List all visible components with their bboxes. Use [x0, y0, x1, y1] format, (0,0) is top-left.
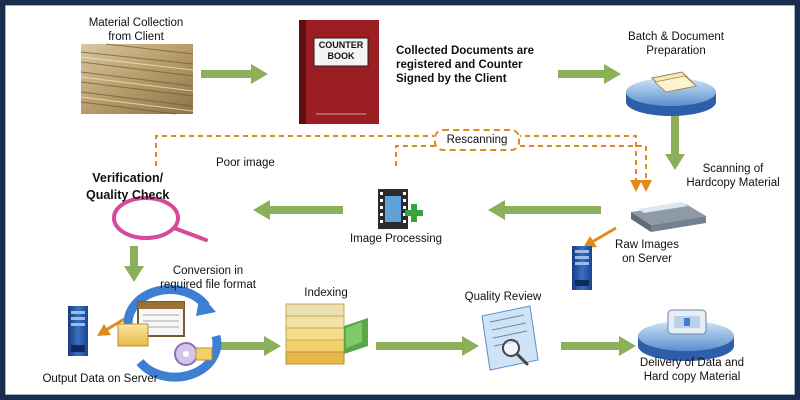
paper-bundle-icon: [80, 43, 194, 115]
material-collection-label: Material Collection from Client: [88, 17, 184, 43]
flow-arrows: [124, 64, 685, 356]
raw-images-server-icon: [572, 246, 592, 290]
image-processing-icon: [378, 189, 423, 229]
arrow-batch-to-scanning: [665, 114, 685, 170]
counter-book-cover-label: COUNTER BOOK: [318, 40, 364, 61]
diagram-graphics: [68, 20, 734, 382]
batch-preparation-label: Batch & Document Preparation: [628, 31, 724, 57]
output-server-icon: [68, 306, 88, 356]
scanning-label: Scanning of Hardcopy Material: [686, 163, 780, 189]
arrow-book-to-batch: [558, 64, 621, 84]
output-data-label: Output Data on Server: [42, 373, 158, 385]
quality-review-label: Quality Review: [464, 291, 542, 303]
quality-review-icon: [481, 305, 539, 371]
delivery-icon: [638, 309, 734, 361]
batch-preparation-icon: [626, 71, 716, 116]
arrow-processing-to-verification: [253, 200, 343, 220]
rescanning-label: Rescanning: [434, 129, 520, 151]
counter-book-icon: [299, 20, 379, 124]
conversion-icon: [117, 285, 222, 382]
poor-image-label: Poor image: [216, 157, 275, 169]
server-arrows: [97, 226, 617, 336]
indexing-label: Indexing: [304, 287, 348, 299]
magnifier-icon: [112, 196, 208, 242]
arrow-scanning-to-processing: [488, 200, 601, 220]
raw-images-label: Raw Images on Server: [615, 239, 679, 265]
verification-label: Verification/ Quality Check: [86, 171, 170, 202]
image-processing-label: Image Processing: [349, 233, 443, 245]
process-diagram: Material Collection from Client COUNTER …: [5, 5, 795, 395]
arrow-review-to-delivery: [561, 336, 636, 356]
scanner-icon: [631, 202, 706, 232]
collected-documents-label: Collected Documents are registered and C…: [396, 45, 535, 85]
arrow-collection-to-book: [201, 64, 268, 84]
rescanning-arrowheads: [630, 180, 652, 192]
conversion-label: Conversion in required file format: [160, 265, 256, 291]
rescanning-loop: [155, 135, 647, 182]
delivery-label: Delivery of Data and Hard copy Material: [639, 357, 745, 383]
arrow-indexing-to-review: [376, 336, 479, 356]
arrow-verification-to-conversion: [124, 246, 144, 282]
arrow-conversion-to-indexing: [218, 336, 281, 356]
indexing-folders-icon: [285, 303, 368, 365]
